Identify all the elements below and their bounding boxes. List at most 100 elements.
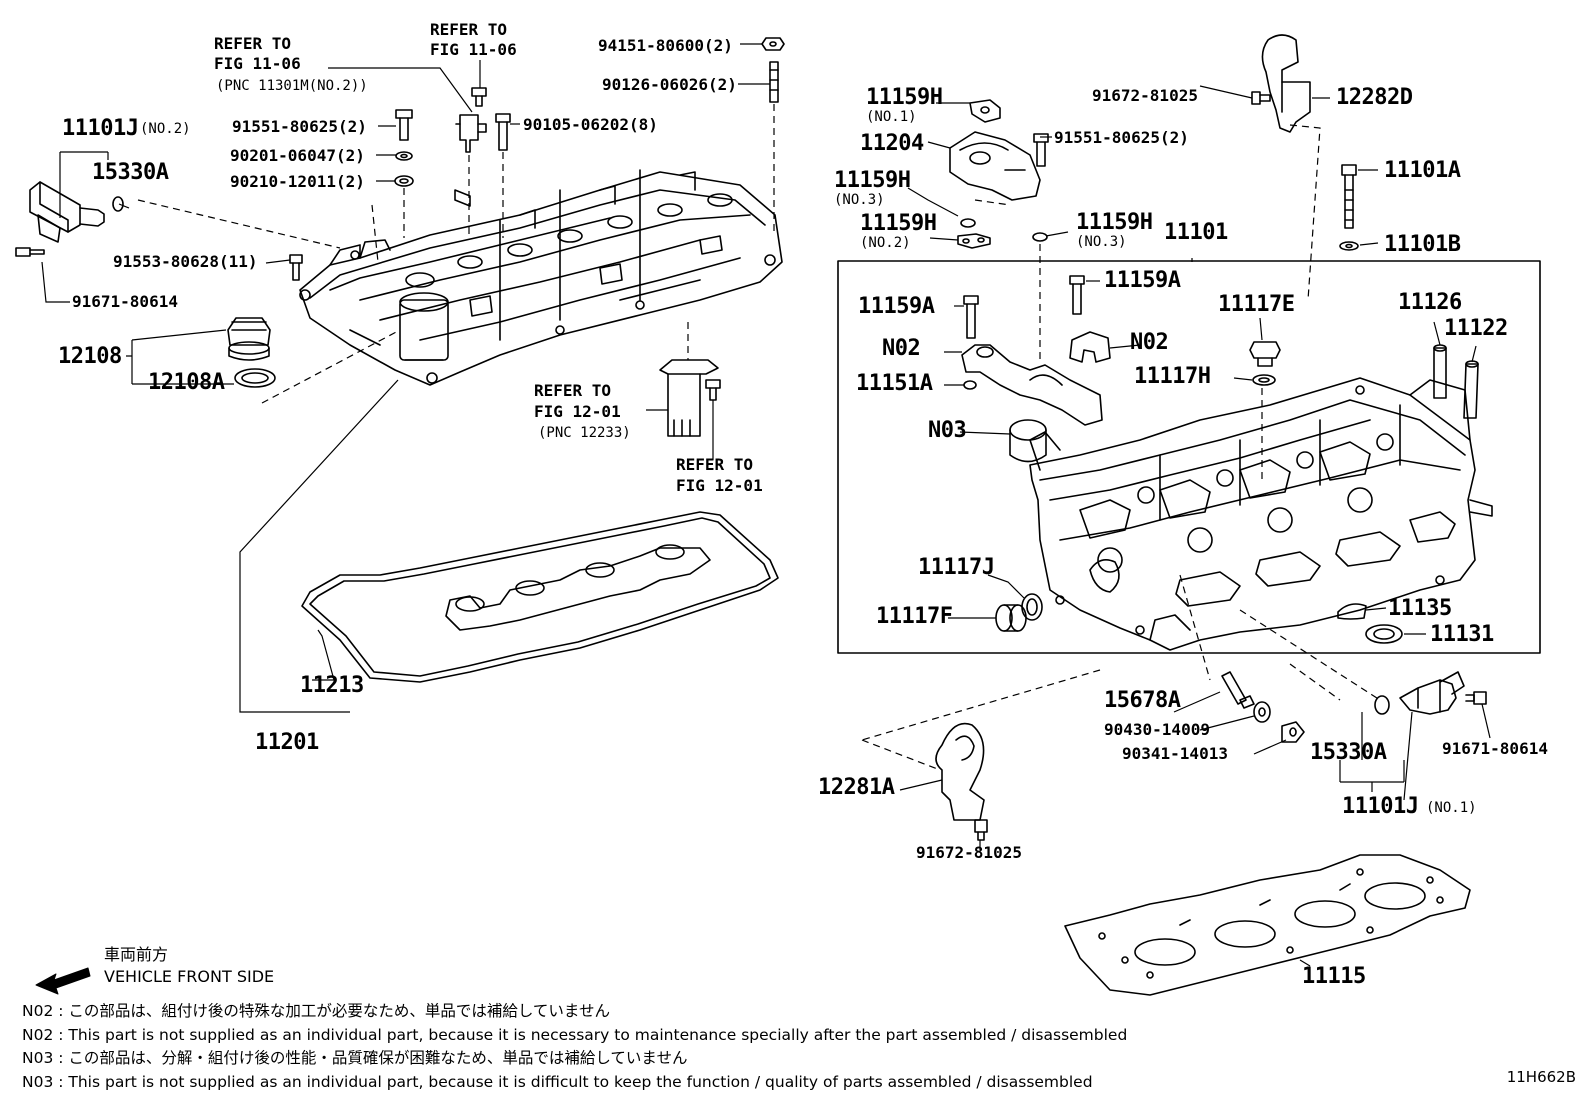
note-n03-en: N03 : This part is not supplied as an in… xyxy=(22,1073,1093,1091)
washer-11101B xyxy=(1339,241,1359,251)
part-label-11159H-no2: 11159H xyxy=(860,211,937,236)
part-label-11159A-b: 11159A xyxy=(1104,268,1181,293)
cover-gasket xyxy=(301,511,779,683)
part-label-15678A: 15678A xyxy=(1104,688,1181,713)
part-label-N02-b: N02 xyxy=(1130,330,1169,355)
part-label-91551-left: 91551-80625(2) xyxy=(232,117,367,136)
part-label-12108A: 12108A xyxy=(148,370,225,395)
part-label-N02-a: N02 xyxy=(882,336,921,361)
plug-11117F xyxy=(995,604,1027,632)
part-label-90201: 90201-06047(2) xyxy=(230,146,365,165)
part-label-90126: 90126-06026(2) xyxy=(602,75,737,94)
bolt-91672-top xyxy=(1251,91,1271,105)
refer-fig-11-06-a-line2: FIG 11-06 xyxy=(214,54,301,73)
part-label-15330A-top: 15330A xyxy=(92,160,169,185)
plug-90341 xyxy=(1281,721,1305,743)
oil-control-valve-right xyxy=(1399,671,1465,715)
leader-lines xyxy=(41,43,1491,967)
oil-pressure-sensor xyxy=(659,359,719,437)
plug-11117E xyxy=(1249,341,1281,367)
bolt-91553 xyxy=(289,254,303,281)
part-label-11117J: 11117J xyxy=(918,555,995,580)
refer-fig-11-06-b-line2: FIG 11-06 xyxy=(430,40,517,59)
figure-code: 11H662B xyxy=(1506,1068,1576,1086)
gasket-11159H-no1 xyxy=(969,99,1001,123)
part-label-N03: N03 xyxy=(928,418,967,443)
part-label-12108: 12108 xyxy=(58,344,122,369)
seal-11131 xyxy=(1365,624,1403,644)
lifter-N03 xyxy=(1009,419,1047,463)
part-label-12281A: 12281A xyxy=(818,775,895,800)
bolt-11101A xyxy=(1341,164,1357,229)
gasket-11159H-no3a xyxy=(960,218,976,228)
part-label-11159A-a: 11159A xyxy=(858,294,935,319)
part-label-11213: 11213 xyxy=(300,673,364,698)
engine-hanger-rear xyxy=(1261,34,1311,133)
bolt-91671-right xyxy=(1465,691,1487,705)
cylinder-head xyxy=(1029,377,1493,651)
refer-fig-12-01-b-line2: FIG 12-01 xyxy=(676,476,763,495)
oil-filler-cap xyxy=(227,317,271,361)
refer-fig-12-01-a-line2: FIG 12-01 xyxy=(534,402,621,421)
gasket-11135 xyxy=(1337,603,1367,620)
part-label-11115: 11115 xyxy=(1302,964,1366,989)
part-label-91553: 91553-80628(11) xyxy=(113,252,258,271)
pin-11126 xyxy=(1433,344,1447,399)
dowel-11151A xyxy=(963,380,977,390)
part-tag-no2: (NO.2) xyxy=(140,121,191,137)
oil-filler-gasket xyxy=(234,368,276,388)
part-tag-no3-a: (NO.3) xyxy=(834,192,885,208)
head-gasket xyxy=(1064,854,1471,996)
part-label-11204: 11204 xyxy=(860,131,924,156)
vehicle-front-en: VEHICLE FRONT SIDE xyxy=(104,967,275,986)
washer-90430 xyxy=(1253,701,1271,723)
o-ring-15330A-bottom xyxy=(1374,695,1390,715)
part-tag-no2-b: (NO.2) xyxy=(860,235,911,251)
part-label-11101J-no2: 11101J xyxy=(62,116,139,141)
nut-94151 xyxy=(761,37,785,51)
part-label-90341: 90341-14013 xyxy=(1122,744,1228,763)
part-label-11201: 11201 xyxy=(255,730,319,755)
camshaft-bearing-cap-a xyxy=(961,344,1103,426)
refer-fig-11-06-b-line1: REFER TO xyxy=(430,20,508,39)
bolt-91551-right xyxy=(1033,133,1049,167)
part-label-11122: 11122 xyxy=(1444,316,1508,341)
part-label-11101: 11101 xyxy=(1164,220,1228,245)
cylinder-head-cover xyxy=(299,169,783,386)
part-label-90430: 90430-14009 xyxy=(1104,720,1210,739)
cylinder-head-frame xyxy=(837,260,1541,654)
part-label-11151A: 11151A xyxy=(856,371,933,396)
vehicle-front-jp: 車両前方 xyxy=(104,945,169,964)
stud-90126 xyxy=(769,61,779,103)
part-label-12282D: 12282D xyxy=(1336,85,1413,110)
part-label-91672-top: 91672-81025 xyxy=(1092,86,1198,105)
cam-sensor xyxy=(455,114,487,153)
bolt-91551-left xyxy=(395,109,413,141)
bolt-11159A-b xyxy=(1069,275,1085,315)
part-label-11101B: 11101B xyxy=(1384,232,1461,257)
part-label-91672-bottom: 91672-81025 xyxy=(916,843,1022,862)
note-n02-en: N02 : This part is not supplied as an in… xyxy=(22,1026,1128,1044)
refer-fig-11-06-a-line3: (PNC 11301M(NO.2)) xyxy=(216,78,368,94)
bolt-11159A-a xyxy=(963,295,979,339)
part-label-11117F: 11117F xyxy=(876,604,953,629)
part-label-91551-right: 91551-80625(2) xyxy=(1054,128,1189,147)
gasket-11159H-no2 xyxy=(957,233,991,249)
part-label-11159H-no3a: 11159H xyxy=(834,168,911,193)
camshaft-housing-cap xyxy=(949,131,1041,201)
bolt-91671-left xyxy=(15,247,45,257)
vehicle-front-arrow xyxy=(35,967,91,995)
part-label-90210: 90210-12011(2) xyxy=(230,172,365,191)
part-label-15330A-bottom: 15330A xyxy=(1310,740,1387,765)
washer-90201 xyxy=(395,151,413,161)
stud-15678A xyxy=(1221,671,1255,709)
seal-11117J xyxy=(1021,593,1043,621)
part-tag-no3-b: (NO.3) xyxy=(1076,234,1127,250)
part-label-11135: 11135 xyxy=(1388,596,1452,621)
part-label-11117H: 11117H xyxy=(1134,364,1211,389)
part-label-11159H-no3b: 11159H xyxy=(1076,210,1153,235)
bolt-90105 xyxy=(495,113,511,151)
note-n03-jp: N03 : この部品は、分解・組付け後の性能・品質確保が困難なため、単品では補給… xyxy=(22,1049,688,1067)
refer-fig-12-01-a-line3: (PNC 12233) xyxy=(538,425,631,441)
